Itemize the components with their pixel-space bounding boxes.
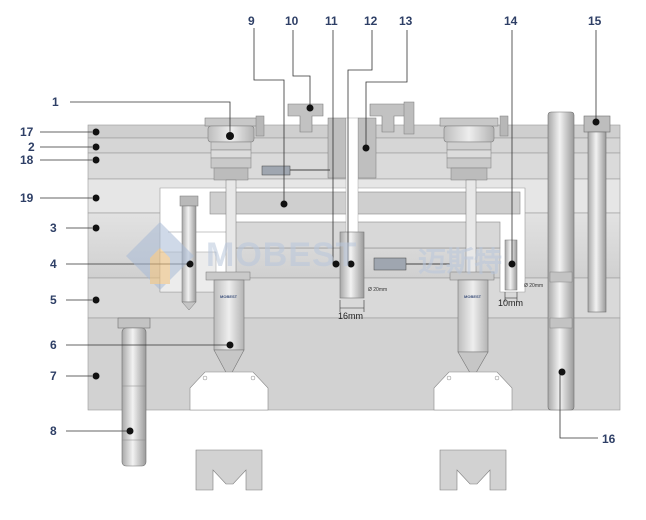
callout-6: 6: [50, 338, 57, 352]
callout-dots: [92, 104, 600, 435]
watermark-logo-icon: [126, 222, 194, 290]
callout-18: 18: [20, 153, 34, 167]
callout-11: 11: [325, 14, 338, 28]
callout-2: 2: [28, 140, 35, 154]
callout-10: 10: [285, 14, 299, 28]
part-left: [195, 449, 263, 491]
wire-connector-mid: [373, 257, 407, 271]
callout-16: 16: [602, 432, 616, 446]
callout-3: 3: [50, 221, 57, 235]
callout-19: 19: [20, 191, 34, 205]
watermark-cn: 迈斯特: [418, 246, 503, 277]
watermark-brand: MOBEST: [206, 236, 358, 274]
support-pin-4: [179, 195, 199, 207]
plate-7: [87, 317, 621, 411]
callout-12: 12: [364, 14, 378, 28]
return-pin-8: [117, 317, 151, 329]
manifold-9: [209, 191, 521, 215]
callout-1: 1: [52, 95, 59, 109]
sprue-left: [327, 117, 347, 179]
dimension-left-small: Ø 20mm: [368, 287, 388, 293]
callout-17: 17: [20, 125, 34, 139]
callout-4: 4: [50, 257, 57, 271]
callout-14: 14: [504, 14, 518, 28]
sprue-bushing-10: [287, 103, 324, 133]
callout-15: 15: [588, 14, 602, 28]
guide-pin-16: [547, 111, 575, 411]
part-right: [439, 449, 507, 491]
nozzle-badge-right: MOBEST: [464, 294, 482, 299]
callout-9: 9: [248, 14, 255, 28]
callout-7: 7: [50, 369, 57, 383]
callout-8: 8: [50, 424, 57, 438]
wire-connector-top: [261, 165, 291, 176]
callout-13: 13: [399, 14, 413, 28]
callout-5: 5: [50, 293, 57, 307]
nozzle-head-left: [204, 117, 258, 127]
cavity-left: [189, 371, 269, 411]
dimension-right: 10mm: [498, 298, 524, 308]
nozzle-badge-left: MOBEST: [220, 294, 238, 299]
dimension-right-small: Ø 20mm: [524, 283, 544, 289]
manifold-lower: [231, 221, 501, 249]
cavity-right: [433, 371, 513, 411]
nozzle-head-right: [439, 117, 499, 127]
dimension-left: 16mm: [338, 311, 364, 321]
